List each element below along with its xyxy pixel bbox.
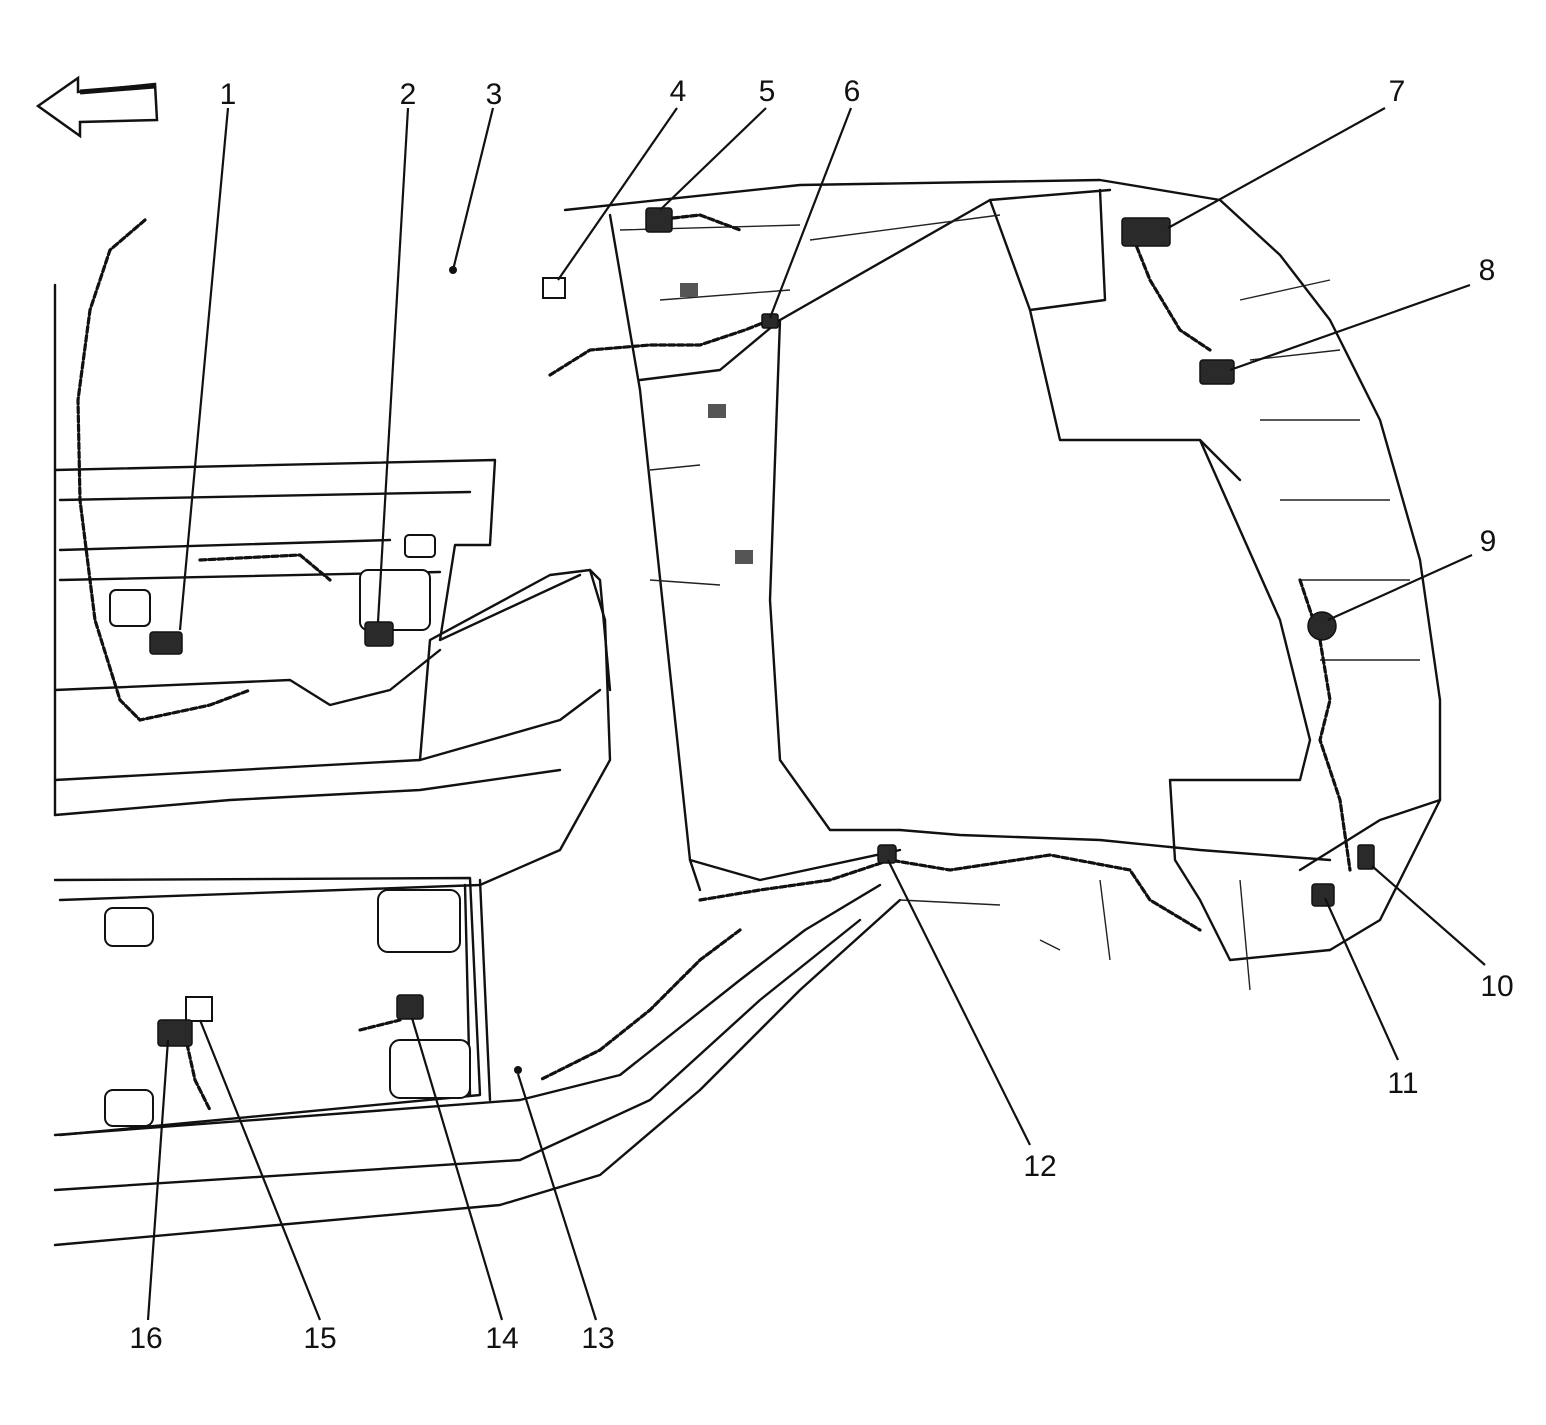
callout-8: 8 xyxy=(1479,254,1496,287)
callout-7: 7 xyxy=(1389,75,1406,108)
callout-6: 6 xyxy=(844,75,861,108)
callout-1: 1 xyxy=(220,78,237,111)
arrow-left-icon xyxy=(35,75,159,139)
wiring-harness xyxy=(76,213,1352,1112)
callout-3: 3 xyxy=(486,78,503,111)
callout-10: 10 xyxy=(1480,970,1513,1003)
vehicle-body-outline xyxy=(53,178,1442,1247)
callout-5: 5 xyxy=(759,75,776,108)
callout-2: 2 xyxy=(400,78,417,111)
callout-9: 9 xyxy=(1480,525,1497,558)
callout-14: 14 xyxy=(485,1322,518,1355)
callout-16: 16 xyxy=(129,1322,162,1355)
callout-13: 13 xyxy=(581,1322,614,1355)
callout-15: 15 xyxy=(303,1322,336,1355)
callout-4: 4 xyxy=(670,75,687,108)
callout-11: 11 xyxy=(1387,1067,1418,1100)
leader-lines xyxy=(146,107,1486,1321)
callout-labels: 1 2 3 4 5 6 7 8 9 10 11 12 13 14 15 16 xyxy=(129,75,1513,1355)
callout-12: 12 xyxy=(1023,1150,1056,1183)
